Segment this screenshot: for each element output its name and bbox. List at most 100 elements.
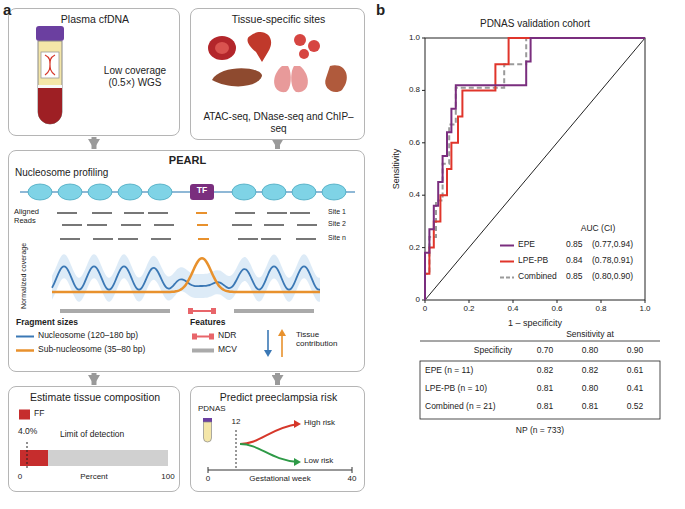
legend-text: EPE <box>518 240 535 250</box>
label-text: Normalized coverage <box>20 243 28 309</box>
organ-icons <box>208 32 347 92</box>
legend-sample <box>500 277 514 278</box>
nucleosome-track <box>20 184 355 200</box>
label-text: Aligned Reads <box>14 208 50 225</box>
label-text: 0.8 <box>409 85 420 94</box>
label-text: 0 <box>206 474 210 483</box>
aligned-reads <box>57 213 317 239</box>
label-text: 0.41 <box>627 384 644 394</box>
label-text: EPE (n = 11) <box>425 366 473 376</box>
flow-arrow <box>92 373 97 385</box>
label-text: 0.4 <box>409 190 420 199</box>
box-title: Estimate tissue composition <box>9 391 181 403</box>
roc-chart <box>420 38 660 419</box>
legend-text: Nucleosome (120–180 bp) <box>38 331 138 341</box>
legend-sample <box>500 261 514 262</box>
label-text: 0.2 <box>463 304 474 313</box>
risk-timeline <box>203 418 352 473</box>
legend-text: Combined <box>518 272 557 282</box>
label-text: 40 <box>348 474 357 483</box>
box-title: PEARL <box>9 154 366 167</box>
label-text: 0.81 <box>582 402 599 412</box>
label-text: 0.85 <box>566 272 583 282</box>
label-text: Features <box>190 318 225 328</box>
legend-sample <box>192 349 214 353</box>
label-text: High risk <box>304 418 335 427</box>
label-text: 0.81 <box>537 402 554 412</box>
label-text: 0.90 <box>627 346 644 356</box>
label-text: Site 1 <box>328 208 346 216</box>
label-text: 0.8 <box>595 304 606 313</box>
label-text: (0.78,0.91) <box>592 256 633 266</box>
box-text: Low coverage (0.5×) WGS <box>95 65 175 88</box>
label-text: 1 – specificity <box>508 318 562 328</box>
label-text: 1.0 <box>639 304 650 313</box>
legend-sample <box>500 245 514 246</box>
label-text: 0.2 <box>409 243 420 252</box>
label-text: Low risk <box>304 456 333 465</box>
label-text: 0.82 <box>537 366 554 376</box>
label-text: Fragment sizes <box>16 318 78 328</box>
label-text: LPE-PB (n = 10) <box>425 384 487 394</box>
label-text: Limit of detection <box>60 430 124 440</box>
label-text: 0.81 <box>537 384 554 394</box>
box-title: Tissue-specific sites <box>191 13 366 25</box>
label-text: 0 <box>18 472 22 481</box>
contribution-arrows <box>264 329 286 357</box>
flow-arrow <box>275 373 280 385</box>
label-text: 0.6 <box>551 304 562 313</box>
label-text: Gestational week <box>249 474 310 483</box>
label-text: 0.84 <box>566 256 583 266</box>
legend-sample <box>192 334 214 340</box>
blood-tube <box>36 26 64 124</box>
label-text: 0 <box>416 295 420 304</box>
label-text: NP (n = 733) <box>516 426 564 436</box>
legend-text: Sub-nucleosome (35–80 bp) <box>38 345 145 355</box>
label-text: Percent <box>80 472 108 481</box>
label-text: Sensitivity <box>391 149 401 190</box>
label-text: TF <box>197 186 207 196</box>
legend-text: FF <box>34 409 44 419</box>
label-text: 0 <box>423 304 427 313</box>
label-text: 0.82 <box>582 366 599 376</box>
label-text: 0.61 <box>627 366 644 376</box>
box-title: Plasma cfDNA <box>9 13 181 25</box>
label-text: Site n <box>328 234 346 242</box>
label-text: PDNAS validation cohort <box>480 18 590 30</box>
label-text: Site 2 <box>328 220 346 228</box>
label-text: 0.52 <box>627 402 644 412</box>
label-text: (0.80,0.90) <box>592 272 633 282</box>
label-text: Combined (n = 21) <box>425 402 496 412</box>
label-text: 0.4 <box>507 304 518 313</box>
box-text: ATAC-seq, DNase-seq and ChIP–seq <box>201 111 356 134</box>
composition-bar <box>20 442 168 469</box>
label-text: 0.80 <box>582 384 599 394</box>
box-title: Predict preeclampsia risk <box>191 391 366 403</box>
legend-text: NDR <box>218 331 236 341</box>
process-box: Tissue-specific sitesATAC-seq, DNase-seq… <box>190 8 365 140</box>
label-text: 4.0% <box>18 427 37 437</box>
label-text: 1.0 <box>409 33 420 42</box>
flow-arrow <box>92 137 97 149</box>
label-text: 0.70 <box>537 346 554 356</box>
label-text: PDNAS <box>198 404 226 413</box>
label-text: 0.85 <box>566 240 583 250</box>
label-text: 0.6 <box>409 138 420 147</box>
flow-arrow <box>275 141 280 149</box>
label-text: (0.77,0.94) <box>592 240 633 250</box>
label-text: 100 <box>161 472 174 481</box>
legend-text: LPE-PB <box>518 256 548 266</box>
label-text: Sensitivity at <box>566 330 614 340</box>
process-box: Plasma cfDNA Low coverage (0.5×) WGS <box>8 8 180 136</box>
label-text: a <box>3 1 11 18</box>
label-text: Tissue contribution <box>296 330 354 348</box>
label-text: AUC (CI) <box>581 224 615 234</box>
label-text: 12 <box>232 417 241 426</box>
label-text: b <box>376 1 385 18</box>
legend-text: MCV <box>218 345 237 355</box>
legend-swatch <box>19 410 30 420</box>
box-text: Nucleosome profiling <box>15 167 155 179</box>
legend-sample <box>16 350 34 351</box>
tf-box <box>190 184 214 200</box>
legend-sample <box>16 336 34 337</box>
